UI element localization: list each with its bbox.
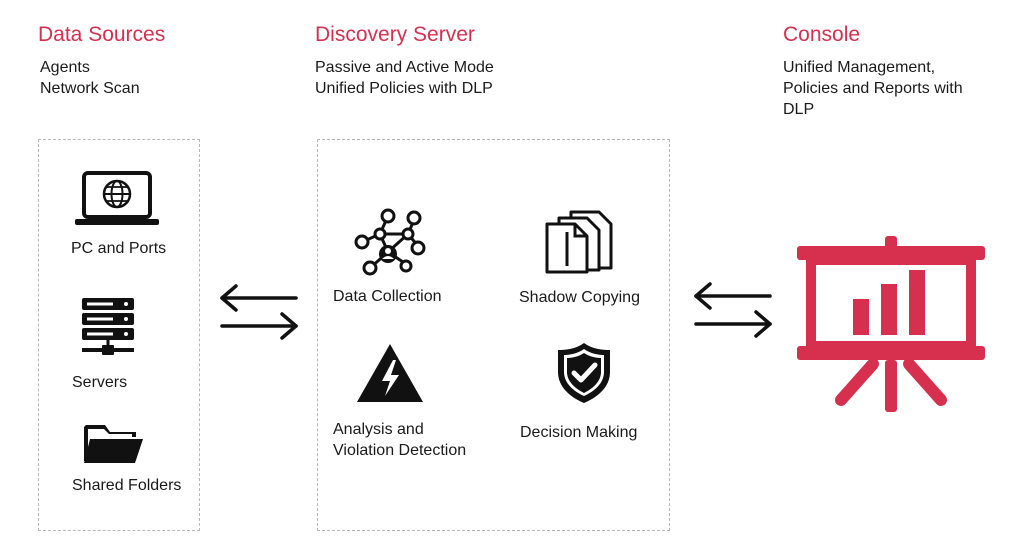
console-line-2: Policies and Reports with [783, 80, 963, 97]
documents-copy-icon [545, 210, 613, 274]
discovery-server-title: Discovery Server [315, 23, 475, 46]
console-line-1: Unified Management, [783, 59, 936, 76]
folder-icon [84, 425, 143, 463]
data-collection-label: Data Collection [333, 288, 442, 305]
data-sources-box [38, 139, 200, 531]
decision-making-label: Decision Making [520, 424, 638, 441]
laptop-globe-icon [75, 171, 159, 225]
pc-and-ports-label: PC and Ports [71, 240, 167, 257]
console-description: Unified Management, Policies and Reports… [783, 57, 963, 120]
analysis-violation-label: Analysis and Violation Detection [333, 419, 466, 461]
network-nodes-icon [354, 208, 426, 276]
console-line-3: DLP [783, 101, 815, 118]
presentation-chart-icon [797, 236, 985, 412]
shadow-copying-label: Shadow Copying [519, 289, 640, 306]
discovery-server-box [317, 139, 670, 531]
data-sources-line-agents: Agents [40, 59, 90, 76]
warning-bolt-icon [357, 344, 423, 402]
discovery-line-mode: Passive and Active Mode [315, 59, 494, 76]
console-title: Console [783, 23, 861, 46]
discovery-line-policies: Unified Policies with DLP [315, 80, 493, 97]
server-icon [82, 298, 134, 355]
analysis-label-line-2: Violation Detection [333, 442, 467, 459]
data-sources-line-network-scan: Network Scan [40, 80, 140, 97]
discovery-server-description: Passive and Active Mode Unified Policies… [315, 57, 494, 99]
bidirectional-arrow-icon [694, 282, 772, 338]
data-sources-description: Agents Network Scan [40, 57, 140, 99]
shared-folders-label: Shared Folders [72, 477, 182, 494]
bidirectional-arrow-icon [220, 284, 298, 340]
servers-label: Servers [72, 374, 128, 391]
shield-check-icon [558, 343, 610, 403]
data-sources-title: Data Sources [38, 23, 166, 46]
analysis-label-line-1: Analysis and [333, 421, 424, 438]
